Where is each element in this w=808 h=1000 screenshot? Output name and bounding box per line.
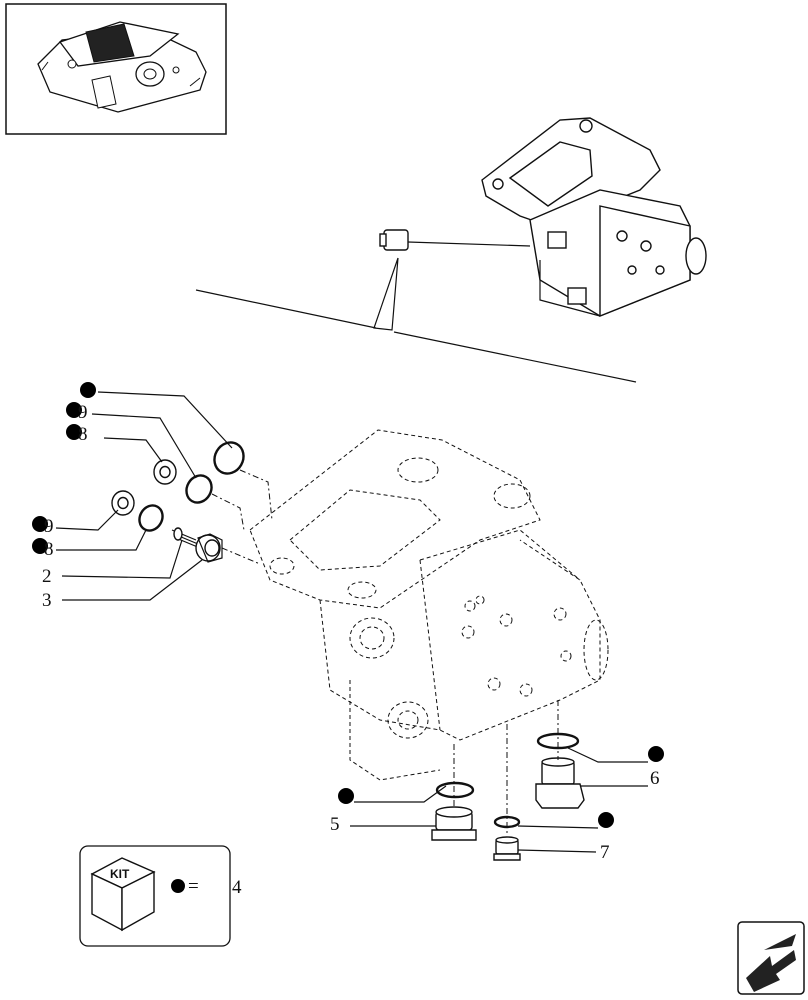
legend-equals: = xyxy=(188,876,199,897)
callout-4: 4 xyxy=(232,877,242,898)
thumbnail-frame xyxy=(5,3,227,135)
kit-dot xyxy=(32,516,48,532)
upper-assembly-view xyxy=(481,117,707,318)
callout-9b: 9 xyxy=(44,516,54,537)
callout-2: 2 xyxy=(42,566,52,587)
kit-dot xyxy=(80,382,96,398)
callout-6: 6 xyxy=(650,768,660,789)
kit-dot xyxy=(338,788,354,804)
callout-3: 3 xyxy=(42,590,52,611)
exploded-parts xyxy=(111,441,273,565)
callout-8b: 8 xyxy=(44,539,54,560)
callout-7: 7 xyxy=(600,842,610,863)
kit-dot xyxy=(66,402,82,418)
leader-lines xyxy=(55,391,648,853)
kit-dot xyxy=(32,538,48,554)
kit-dot xyxy=(648,746,664,762)
callout-5: 5 xyxy=(330,814,340,835)
lower-plugs xyxy=(431,700,585,861)
kit-dot xyxy=(598,812,614,828)
valve-thumbnail-image xyxy=(37,21,207,113)
kit-legend: KIT = 4 xyxy=(79,845,242,947)
kit-dot-legend xyxy=(171,879,185,893)
callout-9a: 9 xyxy=(78,402,88,423)
kit-markers xyxy=(32,382,664,828)
section-divider-line xyxy=(195,289,637,383)
next-page-arrow-icon[interactable] xyxy=(737,921,805,995)
kit-dot xyxy=(66,424,82,440)
sender-unit-marker xyxy=(373,229,531,331)
kit-label: KIT xyxy=(110,867,130,881)
valve-body-main xyxy=(249,429,609,781)
callout-numbers: 9 8 9 8 2 3 5 6 7 xyxy=(42,402,660,863)
kit-box-icon: KIT xyxy=(90,857,156,932)
callout-8a: 8 xyxy=(78,424,88,445)
